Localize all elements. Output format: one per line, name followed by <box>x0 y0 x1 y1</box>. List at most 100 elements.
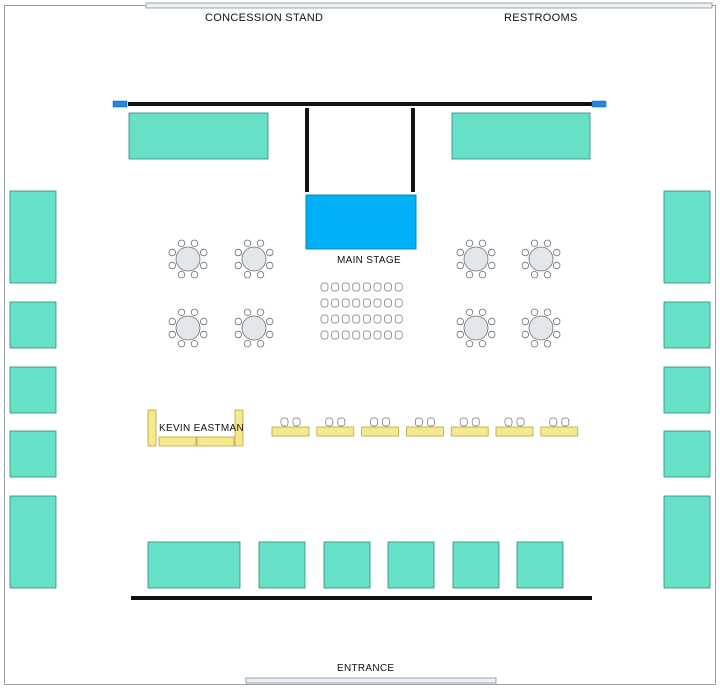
vendor-table[interactable] <box>361 417 400 437</box>
chair <box>471 417 480 427</box>
theater-seat[interactable] <box>320 298 329 308</box>
booth-left-5[interactable] <box>9 495 57 589</box>
theater-seat[interactable] <box>320 330 329 340</box>
booth-right-5[interactable] <box>663 495 711 589</box>
chair <box>521 261 529 270</box>
booth-bottom-2[interactable] <box>258 541 306 589</box>
round-table[interactable] <box>521 308 561 348</box>
vendor-table[interactable] <box>271 417 310 437</box>
vendor-table[interactable] <box>316 417 355 437</box>
booth-left-1[interactable] <box>9 190 57 284</box>
booth-bottom-3[interactable] <box>323 541 371 589</box>
round-table[interactable] <box>456 308 496 348</box>
theater-seat[interactable] <box>373 282 382 292</box>
vendor-table[interactable] <box>495 417 534 437</box>
booth-ke-table-front-right[interactable] <box>196 436 235 447</box>
chair <box>478 239 487 247</box>
theater-seat[interactable] <box>363 298 371 308</box>
theater-seat[interactable] <box>394 314 403 324</box>
vendor-table[interactable] <box>405 417 444 437</box>
booth-ke-table-right[interactable] <box>234 409 244 447</box>
theater-seat[interactable] <box>352 282 361 292</box>
booth-bottom-5[interactable] <box>452 541 500 589</box>
theater-seat[interactable] <box>363 330 371 340</box>
chair <box>243 308 252 316</box>
round-table[interactable] <box>234 239 274 279</box>
theater-seat[interactable] <box>341 298 350 308</box>
chair <box>504 417 513 427</box>
theater-seat[interactable] <box>363 314 371 324</box>
top-door[interactable] <box>145 2 713 9</box>
chair <box>459 417 468 427</box>
theater-seat[interactable] <box>352 298 361 308</box>
theater-seat[interactable] <box>384 330 392 340</box>
round-table[interactable] <box>456 239 496 279</box>
chair <box>549 417 558 427</box>
vendor-table[interactable] <box>450 417 489 437</box>
chair <box>488 261 496 270</box>
round-table[interactable] <box>521 239 561 279</box>
entrance-door[interactable] <box>245 677 497 684</box>
theater-seat[interactable] <box>394 282 403 292</box>
booth-bottom-1[interactable] <box>147 541 241 589</box>
theater-seat[interactable] <box>373 330 382 340</box>
chair <box>543 340 552 348</box>
theater-seat[interactable] <box>341 330 350 340</box>
chair <box>456 330 464 339</box>
theater-seat[interactable] <box>320 282 329 292</box>
chair <box>168 317 176 326</box>
booth-left-4[interactable] <box>9 430 57 478</box>
theater-seat[interactable] <box>373 298 382 308</box>
table-top <box>316 426 355 437</box>
theater-seat[interactable] <box>352 314 361 324</box>
theater-seat[interactable] <box>341 282 350 292</box>
chair <box>243 239 252 247</box>
theater-seat[interactable] <box>331 330 339 340</box>
theater-seat[interactable] <box>384 314 392 324</box>
vendor-table[interactable] <box>540 417 579 437</box>
chair <box>530 271 539 279</box>
chair <box>478 308 487 316</box>
booth-ke-table-front-left[interactable] <box>158 436 197 447</box>
theater-seat[interactable] <box>363 282 371 292</box>
round-table[interactable] <box>168 308 208 348</box>
theater-seat[interactable] <box>373 314 382 324</box>
theater-seat[interactable] <box>341 314 350 324</box>
booth-left-2[interactable] <box>9 301 57 349</box>
chair <box>465 271 474 279</box>
chair <box>553 261 561 270</box>
stage-wall-right <box>411 108 415 192</box>
theater-seat[interactable] <box>320 314 329 324</box>
chair <box>177 308 186 316</box>
theater-seat[interactable] <box>394 330 403 340</box>
chair <box>190 308 199 316</box>
booth-bottom-6[interactable] <box>516 541 564 589</box>
booth-left-3[interactable] <box>9 366 57 414</box>
booth-right-4[interactable] <box>663 430 711 478</box>
booth-right-3[interactable] <box>663 366 711 414</box>
chair <box>337 417 346 427</box>
theater-seat[interactable] <box>384 282 392 292</box>
table-top <box>175 315 201 341</box>
stage-wall-left <box>305 108 309 192</box>
chair <box>478 340 487 348</box>
main-stage[interactable] <box>305 194 417 250</box>
booth-bottom-4[interactable] <box>387 541 435 589</box>
booth-top-right[interactable] <box>451 112 591 160</box>
booth-right-1[interactable] <box>663 190 711 284</box>
booth-ke-table-left[interactable] <box>147 409 157 447</box>
chair <box>177 239 186 247</box>
chair <box>561 417 570 427</box>
theater-seat[interactable] <box>331 282 339 292</box>
booth-top-left[interactable] <box>128 112 269 160</box>
table-top <box>540 426 579 437</box>
theater-seat[interactable] <box>331 298 339 308</box>
theater-seat[interactable] <box>394 298 403 308</box>
theater-seat[interactable] <box>384 298 392 308</box>
round-table[interactable] <box>168 239 208 279</box>
theater-seat[interactable] <box>331 314 339 324</box>
round-table[interactable] <box>234 308 274 348</box>
table-top <box>175 246 201 272</box>
theater-seat[interactable] <box>352 330 361 340</box>
booth-right-2[interactable] <box>663 301 711 349</box>
